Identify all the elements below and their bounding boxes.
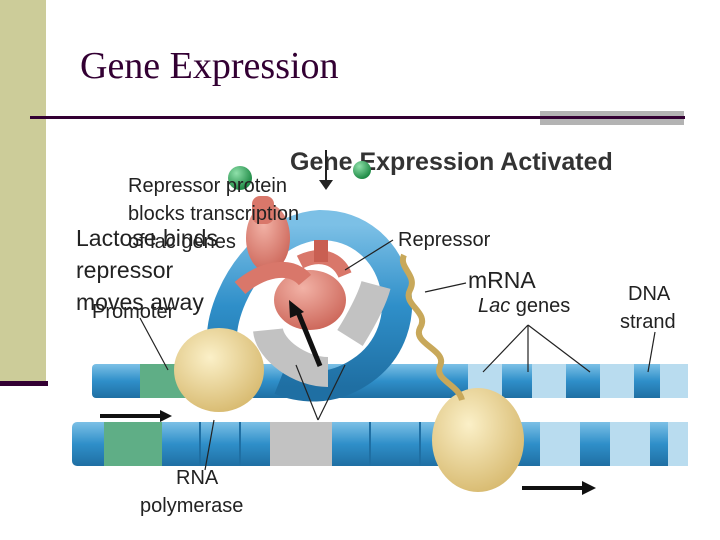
label-lactose-3: moves away <box>76 289 204 315</box>
lower-dna-strand <box>72 422 688 466</box>
label-rna-polymerase-2: polymerase <box>140 495 243 517</box>
label-lactose-2: repressor <box>76 257 173 283</box>
lactose-molecule-free <box>353 161 371 179</box>
label-repressor-blocks-2: blocks transcription <box>128 203 299 225</box>
lactose-molecule-bound <box>228 166 252 190</box>
repressor-protein <box>234 196 352 330</box>
slide-title: Gene Expression <box>80 45 339 87</box>
slide-side-rule <box>0 381 48 386</box>
repressor-move-arrow <box>289 300 323 367</box>
rna-polymerase-upper <box>174 328 264 412</box>
transcription-arrow-right <box>522 481 596 495</box>
transcription-arrow-left <box>100 410 172 422</box>
label-dna-1: DNA <box>628 283 671 305</box>
leader-lines <box>139 239 656 471</box>
label-lac-genes: Lac genes <box>478 295 570 317</box>
label-repressor-blocks-3: of lac genes <box>128 231 236 253</box>
label-lactose-1: Lactose binds <box>76 225 218 251</box>
diagram-heading: Gene Expression Activated <box>290 148 613 176</box>
label-rna-polymerase-1: RNA <box>176 467 219 489</box>
label-repressor: Repressor <box>398 229 491 251</box>
rna-polymerase-lower <box>432 388 524 492</box>
label-mrna: mRNA <box>468 267 536 293</box>
slide-side-bar <box>0 0 46 383</box>
label-repressor-blocks-1: Repressor protein <box>128 175 287 197</box>
mrna-strand <box>399 253 465 402</box>
lactose-arrow <box>319 150 333 190</box>
title-rule <box>30 116 685 119</box>
label-dna-2: strand <box>620 311 676 333</box>
label-promoter: Promoter <box>92 301 175 323</box>
